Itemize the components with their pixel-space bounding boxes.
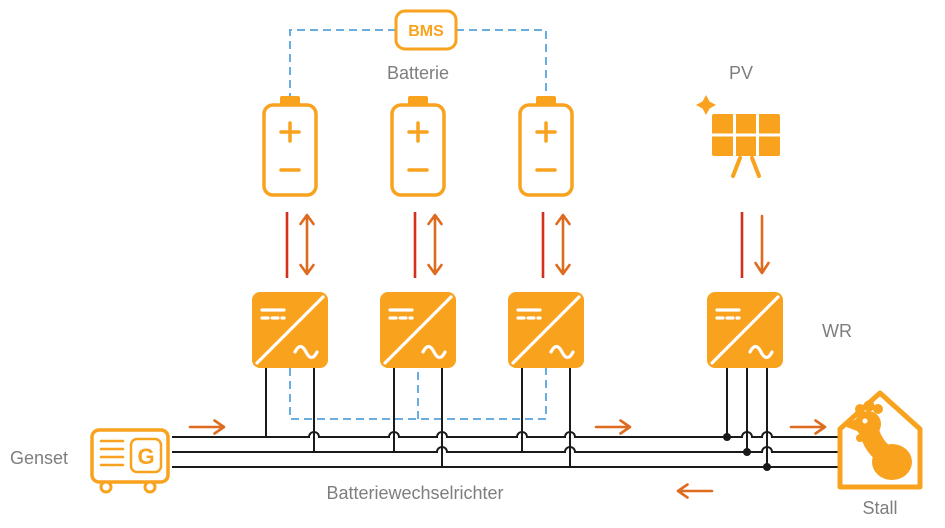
genset-label: Genset (10, 448, 68, 468)
battery-icon (518, 94, 574, 197)
bus-line-1 (172, 431, 838, 438)
bus-line-2 (172, 446, 838, 453)
stall-label: Stall (862, 498, 897, 518)
junction-dot (743, 448, 751, 456)
pv-module (696, 95, 780, 178)
junction-dot (763, 463, 771, 471)
battery-dc-link-3 (541, 212, 571, 278)
solar-panel-icon (712, 114, 780, 178)
pv-label: PV (729, 63, 753, 83)
pv-dc-link (740, 212, 770, 278)
bms-box-icon (394, 9, 458, 51)
battery-group-label: Batterie (387, 63, 449, 83)
battery-icon (262, 94, 318, 197)
inverter-comm-line (289, 368, 547, 420)
inverter-icon (250, 290, 330, 370)
arrow-up-down-icon (555, 213, 571, 276)
bms-comm-line-right (456, 29, 547, 96)
generator-icon: G (90, 428, 170, 494)
battery-dc-link-2 (413, 212, 443, 278)
bms-label: BMS (408, 23, 444, 40)
arrow-left-icon (676, 483, 714, 499)
arrow-up-down-icon (299, 213, 315, 276)
bms-comm-line-left (289, 29, 396, 96)
wr-label: WR (822, 321, 852, 341)
arrow-right-icon (594, 419, 632, 435)
arrow-right-icon (188, 419, 226, 435)
genset-letter: G (137, 444, 154, 469)
chicken-icon (844, 400, 912, 480)
junction-dot (723, 433, 731, 441)
battery-dc-link-1 (285, 212, 315, 278)
battery-group (262, 94, 574, 197)
battery-inverter-label: Batteriewechselrichter (326, 483, 503, 503)
bms-unit: BMS (394, 9, 458, 51)
ac-bus (172, 368, 838, 471)
arrow-right-icon (789, 419, 827, 435)
inverter-icon (705, 290, 785, 370)
inverter-drop-lines (265, 368, 768, 467)
inverter-icon (506, 290, 586, 370)
inverter-group (250, 290, 785, 370)
inverter-icon (378, 290, 458, 370)
sun-icon (696, 95, 716, 115)
arrow-up-down-icon (427, 213, 443, 276)
arrow-down-icon (754, 214, 770, 275)
chicken-house-icon (837, 390, 923, 490)
battery-icon (390, 94, 446, 197)
